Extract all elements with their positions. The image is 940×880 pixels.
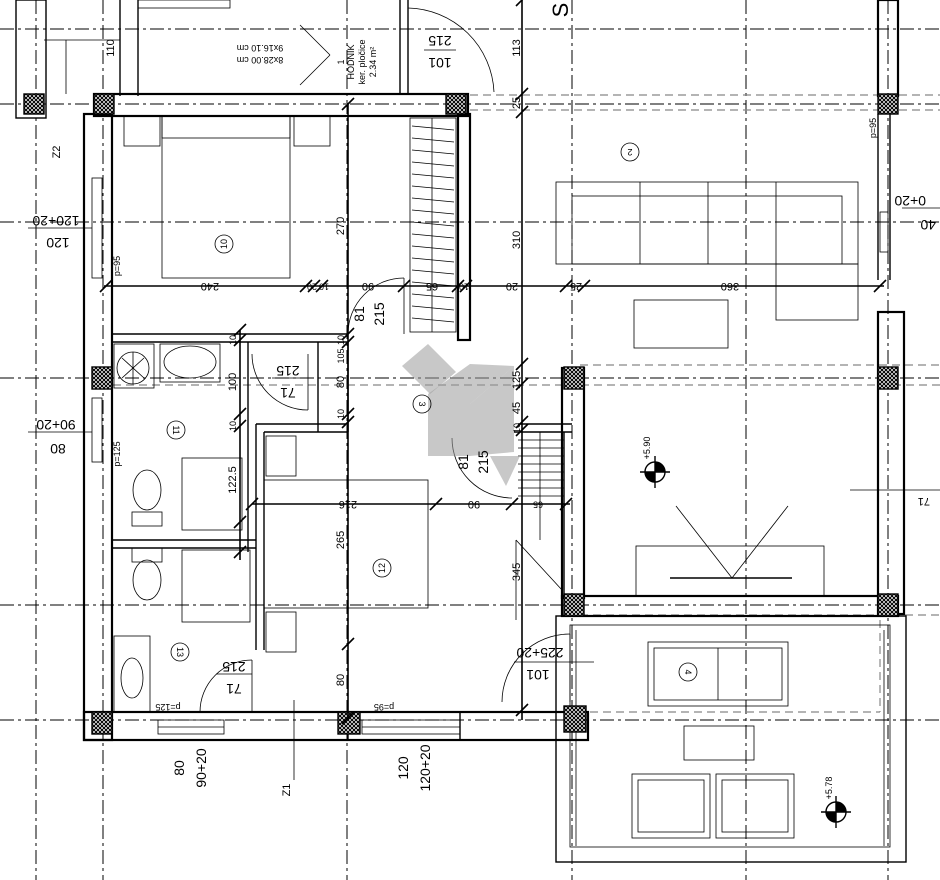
door-swings: [199, 277, 571, 713]
balcony: [555, 615, 907, 863]
window-bottom1-width: 80: [171, 760, 187, 776]
door-11-height: 215: [276, 363, 300, 379]
dimension-lines: [99, 0, 887, 725]
room-1-name: HODNIK: [346, 44, 356, 79]
dim-10c: 10: [336, 335, 346, 345]
dim-10f: 10: [512, 423, 522, 433]
window-bottom2-height: 120+20: [417, 744, 433, 791]
dim-20b: 20: [506, 280, 518, 292]
corridor-stairs: [515, 431, 564, 620]
dim-80b: 80: [335, 674, 347, 686]
sill-p125-a: p=125: [112, 441, 122, 466]
dim-110: 110: [105, 39, 117, 57]
columns: [23, 93, 899, 735]
window-11-height: 90+20: [36, 417, 76, 433]
dim-310: 310: [511, 231, 523, 249]
door-balcony-height: 225+20: [516, 645, 563, 661]
dim-10g: 10: [228, 421, 238, 431]
room-number-10: 10: [219, 239, 229, 249]
sill-p95-c: p=95: [868, 118, 878, 138]
dim-80a: 80: [335, 376, 347, 388]
dim-10e: 10: [336, 409, 346, 419]
window-10-height: 120+20: [32, 213, 79, 229]
room-number-2: 2: [627, 147, 632, 157]
door-13-width: 71: [226, 681, 242, 697]
door-top-width: 101: [428, 55, 452, 71]
window-11-width: 80: [50, 441, 66, 457]
stair-steps-b: 8x28.00 cm: [237, 55, 284, 65]
dim-90b: 90: [468, 498, 480, 510]
level-marker-upper: [640, 456, 670, 488]
level-upper-label: +5.90: [642, 437, 652, 460]
dim-65a: 65: [426, 280, 438, 292]
room-number-3: 3: [417, 401, 427, 406]
door-top-height: 215: [428, 33, 452, 49]
wardrobe-hangers: [411, 118, 455, 332]
dim-20a: 20: [307, 282, 317, 292]
room-number-13: 13: [175, 647, 185, 657]
room-number-12: 12: [377, 563, 387, 573]
level-lower-label: +5.78: [824, 777, 834, 800]
dim-122-5: 122.5: [227, 466, 239, 494]
dim-10a: 10: [319, 282, 329, 292]
window-right-width: 40: [920, 217, 936, 233]
watermark-logo: [402, 344, 520, 486]
room-labels: 2 3 4 10 11 12 13 1 HODNIK ker. pločice …: [171, 39, 693, 674]
dim-360: 360: [721, 280, 739, 292]
door-3-width: 81: [455, 454, 471, 470]
dim-265: 265: [335, 531, 347, 549]
dim-216: 216: [339, 498, 357, 510]
room-number-11: 11: [171, 425, 181, 434]
dim-270: 270: [335, 217, 347, 235]
room-number-4: 4: [683, 669, 693, 674]
room-1-area: 2.34 m²: [368, 47, 378, 78]
level-marker-lower: [821, 796, 851, 828]
section-mark-z1: Z1: [281, 784, 293, 797]
dim-25: 25: [511, 97, 523, 109]
room-1-finish: ker. pločice: [357, 39, 367, 84]
dim-65b: 65: [533, 500, 543, 510]
dim-100: 100: [227, 373, 239, 391]
window-right-height: 0+20: [894, 193, 926, 209]
door-10-height: 215: [371, 302, 387, 326]
door-13-height: 215: [222, 659, 246, 675]
dim-240: 240: [201, 280, 219, 292]
dim-45: 45: [511, 402, 523, 414]
windows: [91, 177, 889, 735]
dim-345: 345: [511, 563, 523, 581]
window-10-width: 120: [46, 235, 70, 251]
section-marks: Z2 Z1 S 71: [51, 3, 930, 797]
room-1-label: 1 HODNIK ker. pločice 2.34 m²: [336, 39, 378, 84]
staircase: [15, 0, 495, 119]
level-labels: +5.90 +5.78: [642, 437, 834, 800]
door-11-width: 71: [280, 385, 296, 401]
dimension-labels: 110 113 25 270 310 240 20 10 90 65 10 20…: [105, 39, 739, 686]
section-mark-z2: Z2: [51, 146, 63, 159]
sill-p125-b: p=125: [155, 702, 180, 712]
section-edge-right: 71: [918, 495, 930, 507]
dim-125: 125: [511, 371, 523, 389]
dim-10b: 10: [459, 282, 469, 292]
stair-steps-a: 9x16.10 cm: [237, 43, 284, 53]
room-1-number: 1: [336, 59, 346, 64]
room-markers: [166, 142, 698, 682]
sill-p95-a: p=95: [112, 256, 122, 276]
opening-labels: 101 215 81 215 71 215 81 215 71 215 101 …: [28, 33, 940, 792]
window-bottom2-width: 120: [395, 756, 411, 780]
sill-labels: p=95 p=125 p=125 p=95 p=95: [112, 118, 878, 712]
door-balcony-width: 101: [526, 667, 550, 683]
door-3-height: 215: [475, 450, 491, 474]
dim-105: 105: [336, 348, 346, 363]
dimension-ticks: [99, 0, 887, 725]
dim-113: 113: [511, 39, 523, 57]
sill-p95-b: p=95: [374, 702, 394, 712]
section-mark-s: S: [548, 3, 573, 18]
dim-10d: 10: [228, 335, 238, 345]
furniture: [113, 115, 940, 839]
dim-25b: 25: [570, 280, 582, 292]
door-10-width: 81: [351, 306, 367, 322]
dim-90a: 90: [362, 280, 374, 292]
window-bottom1-height: 90+20: [193, 748, 209, 788]
